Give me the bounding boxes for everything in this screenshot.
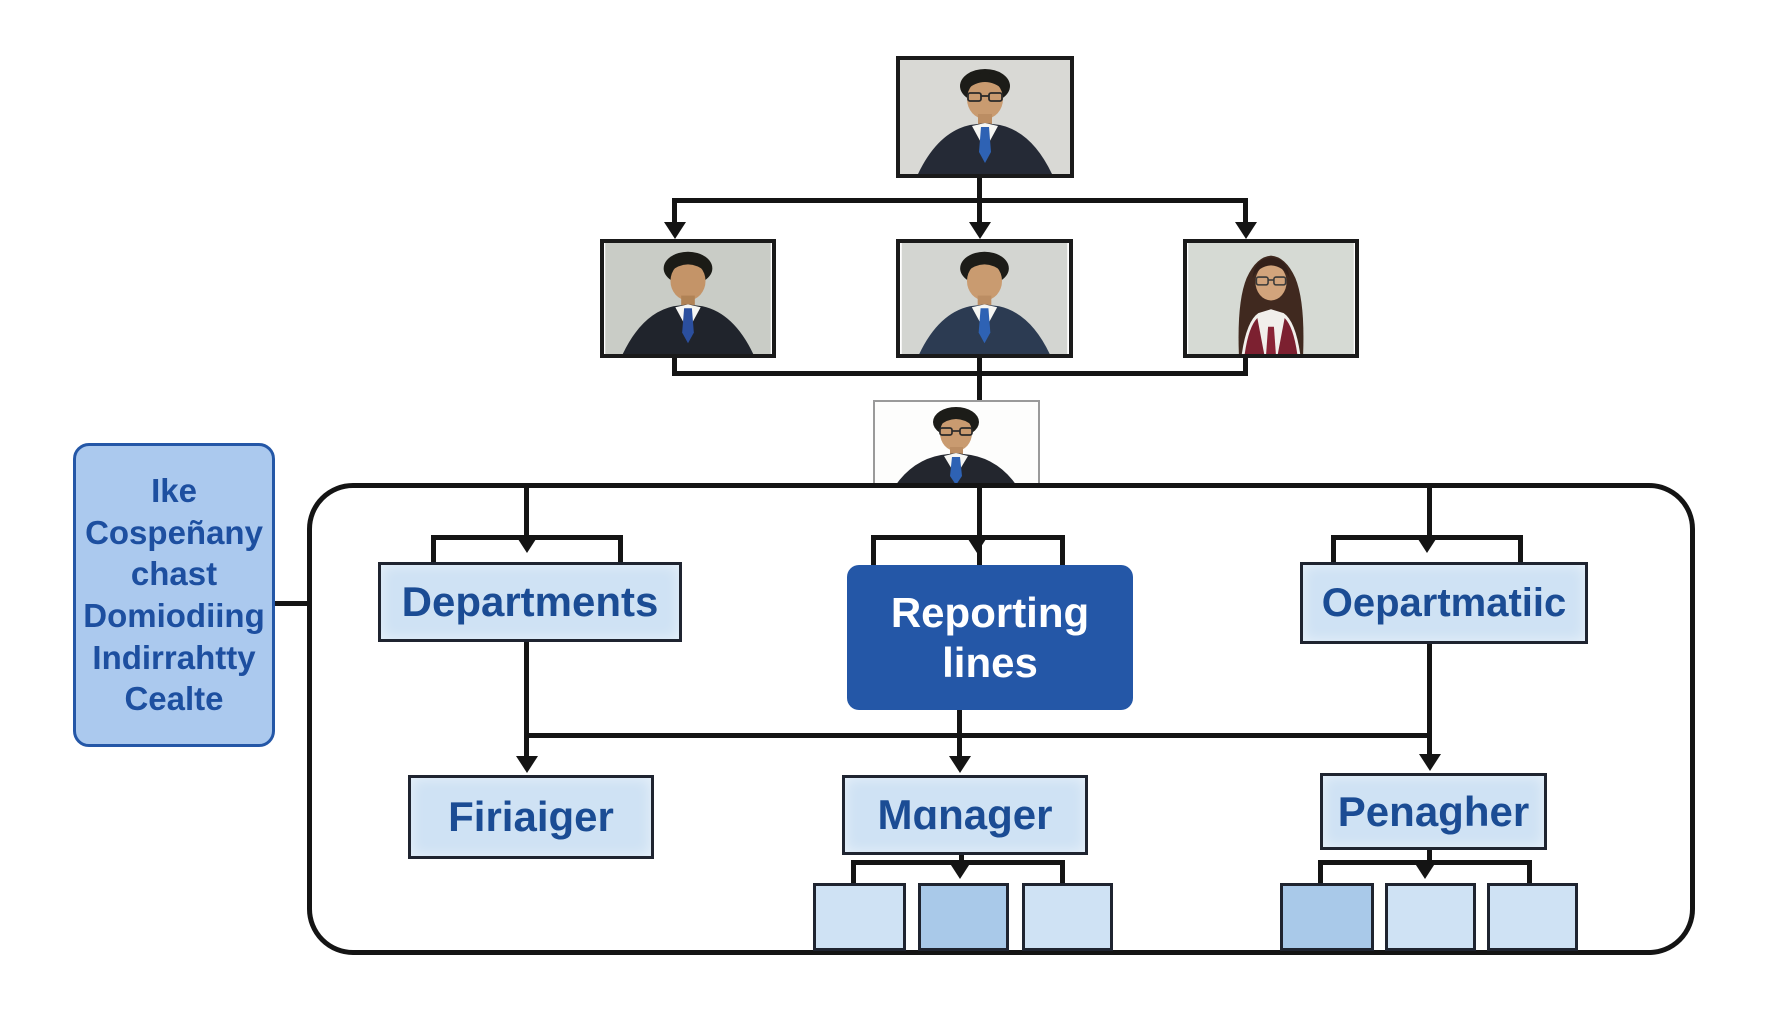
departments-label: Departments — [401, 578, 659, 625]
arrow-down-icon — [1235, 222, 1257, 239]
connector — [851, 860, 856, 885]
connector — [673, 198, 1247, 203]
arrow-down-icon — [1414, 862, 1436, 879]
connector — [977, 485, 982, 567]
manager-box-right: Penagher — [1320, 773, 1547, 850]
connector — [1427, 638, 1432, 758]
connector — [524, 485, 529, 537]
connector — [672, 198, 677, 224]
manager-box-left: Firiaiger — [408, 775, 654, 859]
side-note-box: Ike Cospeñany chast Domiodiing Indirraht… — [73, 443, 275, 747]
arrow-down-icon — [1416, 536, 1438, 553]
sub-unit-box — [813, 883, 906, 951]
departmatic-label: Oepartmatiic — [1321, 580, 1567, 625]
connector — [1060, 535, 1065, 568]
man-portrait-illustration — [901, 243, 1068, 354]
side-note-line: Domiodiing — [83, 597, 265, 634]
connector — [977, 198, 982, 224]
sub-unit-box — [1280, 883, 1374, 951]
reporting-lines-box: Reporting lines — [847, 565, 1133, 710]
sub-unit-box — [1385, 883, 1476, 951]
connector — [524, 636, 529, 758]
connector — [977, 350, 982, 376]
connector — [672, 371, 1248, 376]
arrow-down-icon — [966, 536, 988, 553]
arrow-down-icon — [664, 222, 686, 239]
connector — [1331, 535, 1336, 563]
arrow-down-icon — [949, 756, 971, 773]
connector — [977, 170, 982, 200]
side-note-line: Cospeñany — [85, 513, 263, 551]
connector — [1427, 844, 1432, 862]
connector — [1427, 485, 1432, 537]
departmatic-box: Oepartmatiic — [1300, 562, 1588, 644]
connector — [959, 849, 964, 864]
side-note-line: chast — [130, 555, 218, 593]
side-note-line: Indirrahtty — [92, 638, 256, 676]
arrow-down-icon — [1419, 754, 1441, 771]
manager-left-label: Firiaiger — [448, 793, 614, 840]
reporting-lines-label-line1: Reporting — [890, 588, 1090, 636]
connector — [1518, 535, 1523, 563]
arrow-down-icon — [949, 862, 971, 879]
connector — [431, 535, 436, 563]
man-portrait-illustration — [900, 60, 1070, 174]
portrait-photo-row2-left — [600, 239, 776, 358]
connector — [672, 350, 677, 376]
connector — [871, 535, 876, 568]
man-portrait-illustration — [875, 402, 1038, 486]
side-note-line: Cealte — [124, 680, 224, 718]
portrait-photo-top — [896, 56, 1074, 178]
portrait-photo-row3-center — [873, 400, 1040, 488]
woman-portrait-illustration — [1188, 243, 1354, 354]
connector — [1060, 860, 1065, 885]
connector — [1243, 198, 1248, 224]
departments-box: Departments — [378, 562, 682, 642]
connector — [618, 535, 623, 563]
arrow-down-icon — [969, 222, 991, 239]
portrait-photo-row2-center — [896, 239, 1073, 358]
manager-box-center: Mɑnager — [842, 775, 1088, 855]
arrow-down-icon — [516, 536, 538, 553]
manager-right-label: Penagher — [1337, 787, 1530, 835]
connector — [268, 601, 310, 606]
connector — [1527, 860, 1532, 885]
sub-unit-box — [1487, 883, 1578, 951]
connector — [1318, 860, 1323, 885]
arrow-down-icon — [516, 756, 538, 773]
connector — [1243, 350, 1248, 376]
side-note-line: Ike — [151, 472, 197, 510]
outer-container-frame — [307, 483, 1695, 955]
sub-unit-box — [918, 883, 1009, 951]
connector — [524, 733, 1432, 738]
sub-unit-box — [1022, 883, 1113, 951]
manager-center-label: Mɑnager — [877, 791, 1053, 838]
reporting-lines-label-line2: lines — [942, 638, 1038, 686]
portrait-photo-row2-right — [1183, 239, 1359, 358]
connector — [977, 371, 982, 402]
man-portrait-illustration — [605, 243, 771, 354]
